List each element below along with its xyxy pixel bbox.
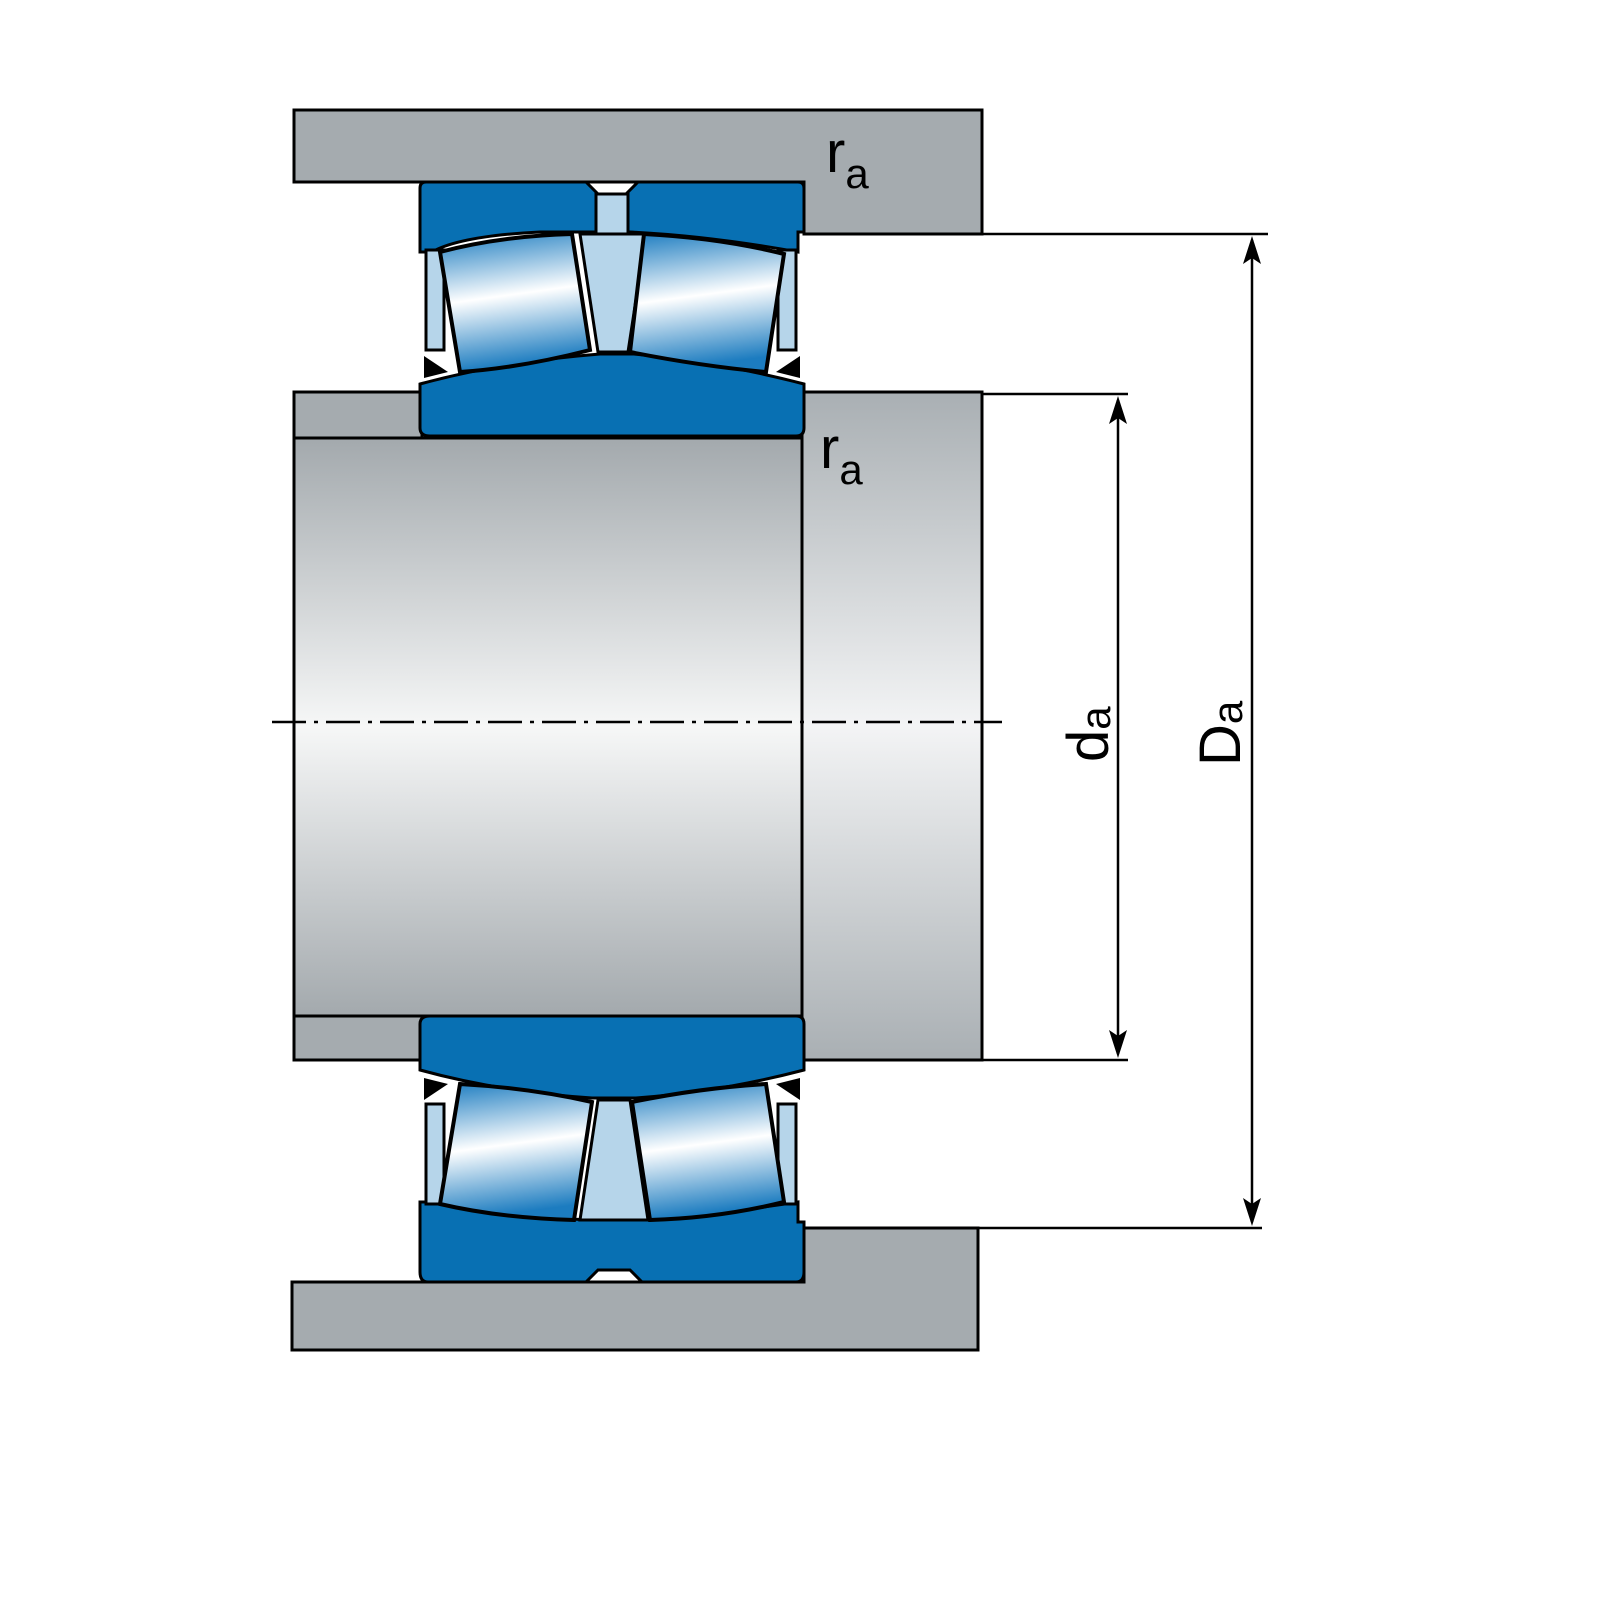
arrow-head-icon	[1243, 236, 1261, 264]
roller-right-bottom	[629, 1081, 787, 1223]
cage-side-left-top	[424, 248, 446, 352]
label-da: da	[1056, 706, 1121, 762]
seal-right-top	[776, 356, 800, 378]
roller-left-bottom	[437, 1081, 595, 1223]
housing-top	[292, 108, 984, 236]
shaft-step-bottom	[292, 1014, 424, 1062]
shaft	[292, 436, 804, 1018]
seal-right-bottom	[776, 1078, 800, 1100]
bearing-bottom	[418, 1014, 806, 1284]
dimension-Da	[1243, 236, 1261, 1226]
label-ra-top: ra	[826, 120, 869, 197]
seal-left-bottom	[424, 1078, 448, 1100]
label-ra-mid: ra	[820, 416, 863, 493]
roller-right-top	[627, 231, 787, 375]
cage-side-left-bottom	[424, 1102, 446, 1206]
inner-ring-bottom	[418, 1014, 806, 1100]
arrow-head-icon	[1109, 1030, 1127, 1058]
shaft-shoulder	[800, 390, 984, 1062]
seal-left-top	[424, 356, 448, 378]
label-Da: Da	[1188, 700, 1253, 766]
roller-left-top	[437, 231, 593, 375]
lube-hole-top	[594, 192, 630, 236]
bearing-top	[418, 180, 806, 438]
shaft-step-top	[292, 390, 424, 440]
arrow-head-icon	[1109, 396, 1127, 424]
dimension-da	[1109, 396, 1127, 1058]
arrow-head-icon	[1243, 1198, 1261, 1226]
